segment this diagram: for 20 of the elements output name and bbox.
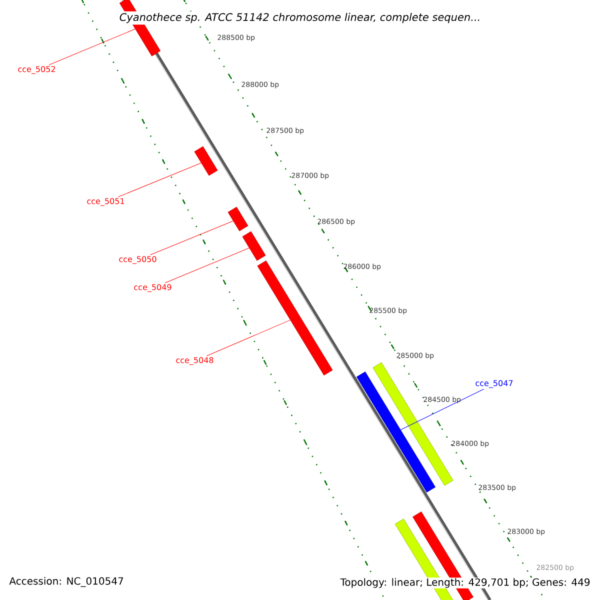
gene-block (194, 146, 218, 176)
gene-label: cce_5051 (87, 198, 124, 206)
title: Cyanothece sp. ATCC 51142 chromosome linear, complete sequen... (118, 11, 482, 25)
gene-label: cce_5048 (176, 357, 214, 365)
gene-block (372, 362, 454, 486)
gene-label: cce_5050 (119, 256, 156, 264)
accession-text: Accession: NC_010547 (9, 577, 124, 587)
leader-line (48, 28, 136, 66)
gene-block (242, 231, 266, 261)
leader-line (164, 248, 250, 284)
leader-line (206, 320, 290, 356)
leader-line (150, 220, 234, 256)
gene-block (228, 206, 248, 232)
summary-text: Topology: linear; Length: 429,701 bp; Genes: 449 (340, 578, 591, 588)
gene-label: cce_5052 (18, 66, 55, 74)
gene-block (257, 260, 333, 376)
gene-label: cce_5047 (476, 380, 513, 388)
leader-line (118, 162, 202, 198)
gene-label: cce_5049 (134, 284, 172, 292)
leader-line (400, 388, 484, 430)
